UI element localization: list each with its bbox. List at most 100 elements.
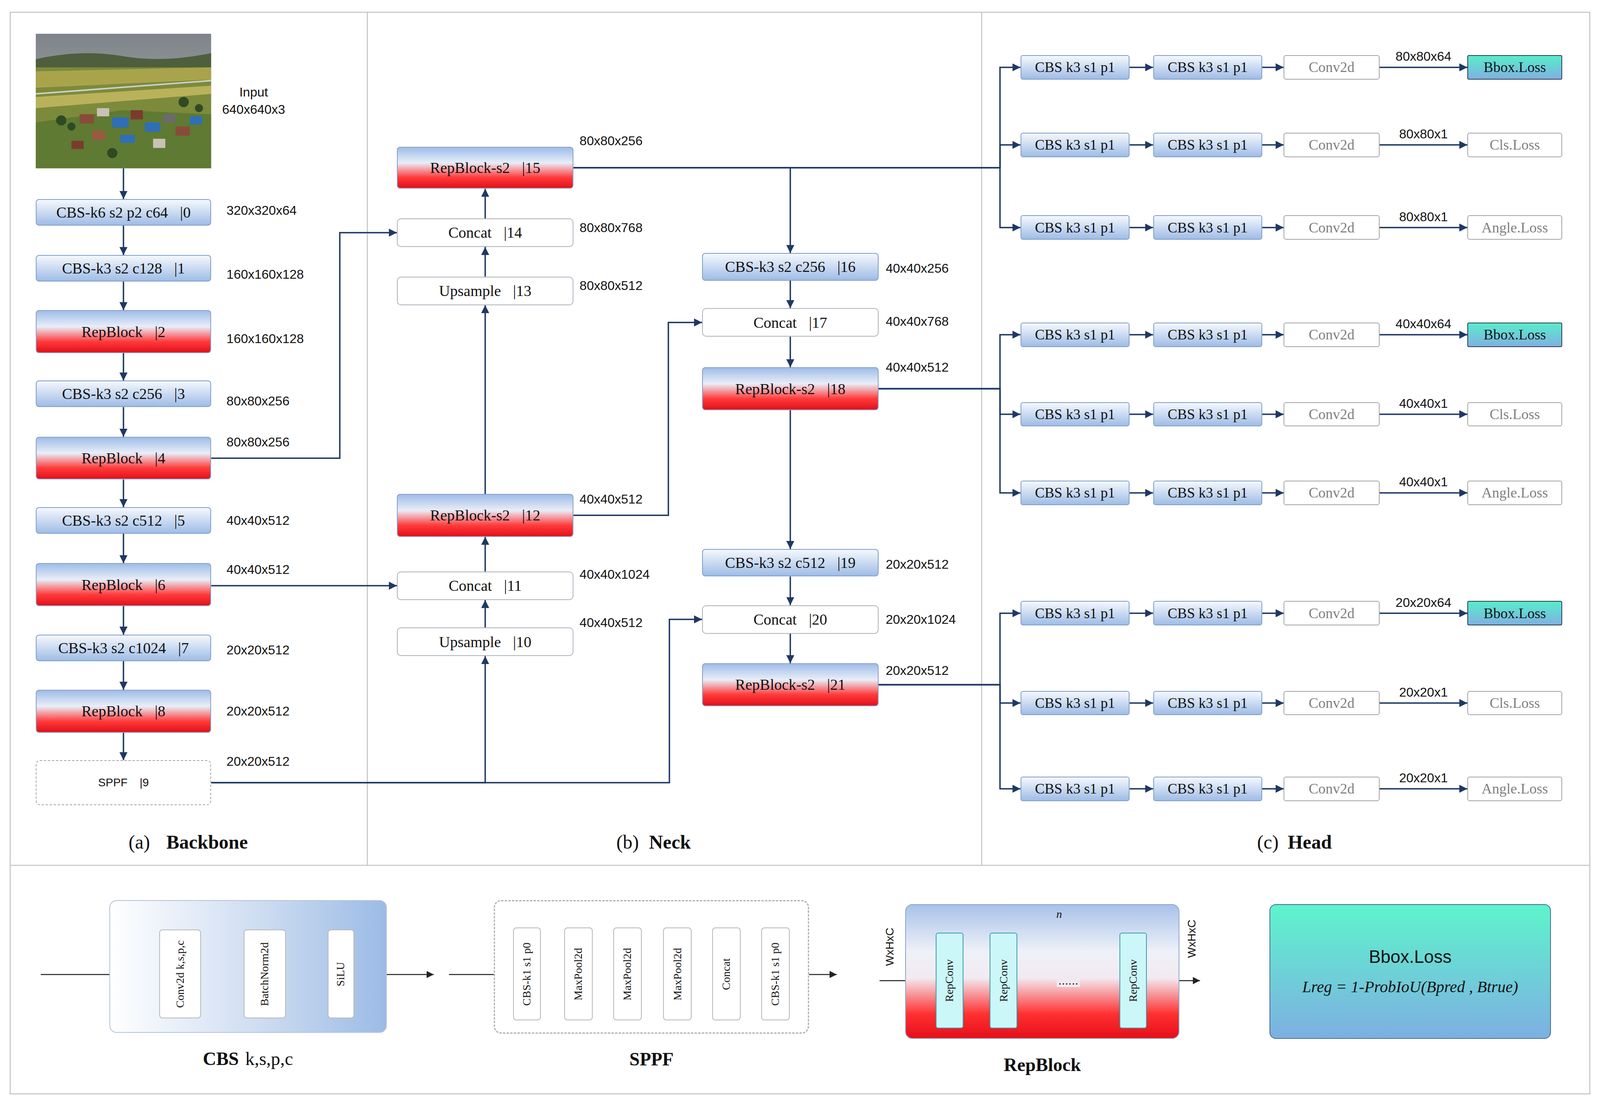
tensor-shape: 20x20x512 — [226, 703, 290, 719]
node-label: |13 — [513, 281, 532, 300]
head-cbs-block: CBS k3 s1 p1 — [1153, 215, 1263, 240]
node-label: |11 — [503, 576, 522, 595]
cbs-block: CBS-k3 s2 c128|1 — [35, 254, 212, 282]
connector-arrow — [789, 336, 792, 368]
layer-box: Concat|14 — [396, 218, 574, 247]
node-label: CBS-k3 s2 c512 — [61, 511, 163, 530]
edge-label: 20x20x1 — [1398, 684, 1448, 700]
node-label: RepBlock-s2 — [430, 158, 510, 177]
connector-arrow — [122, 605, 125, 635]
head-cbs-block: CBS k3 s1 p1 — [1020, 402, 1130, 427]
tensor-shape: 320x320x64 — [226, 202, 297, 218]
repconv-box: RepConv — [935, 932, 964, 1029]
edge-label-holder: 20x20x1 — [1398, 684, 1448, 700]
section-divider — [981, 12, 983, 865]
label-holder: 40x40x512 — [226, 512, 290, 528]
node-label: CBS k3 s1 p1 — [1035, 58, 1116, 76]
label-holder: 20x20x512 — [885, 556, 949, 572]
node-label: |3 — [174, 384, 185, 403]
hills — [35, 53, 212, 70]
node-label: CBS — [202, 1047, 239, 1070]
node-label: |19 — [837, 553, 856, 572]
node-label: |17 — [808, 313, 828, 332]
head-cbs-block: CBS k3 s1 p1 — [1020, 776, 1130, 802]
edge-label: 20x20x64 — [1395, 595, 1452, 610]
head-cbs-block: CBS k3 s1 p1 — [1020, 480, 1130, 506]
node-label: Concat — [448, 576, 493, 595]
node-label: |14 — [503, 223, 523, 242]
head-cbs-block: CBS k3 s1 p1 — [1153, 132, 1263, 158]
edge-label-holder: 40x40x1 — [1398, 396, 1448, 411]
conv2d-box: Conv2d — [1283, 600, 1380, 626]
section-title: (b) — [616, 831, 639, 853]
tensor-shape: 20x20x512 — [885, 662, 949, 678]
node-label: CBS k3 s1 p1 — [1167, 326, 1248, 344]
head-cbs-block: CBS k3 s1 p1 — [1153, 776, 1263, 802]
tensor-shape: 80x80x256 — [226, 434, 290, 449]
node-label: CBS k3 s1 p1 — [1035, 604, 1116, 622]
head-cbs-block: CBS k3 s1 p1 — [1020, 600, 1130, 626]
connector-arrow — [1262, 413, 1284, 415]
section-title: Backbone — [166, 831, 249, 853]
node-label: CBS k3 s1 p1 — [1167, 604, 1248, 622]
edge-label: 20x20x1 — [1398, 770, 1448, 785]
node-label: CBS-k3 s2 c1024 — [58, 638, 167, 657]
node-label: |0 — [180, 203, 192, 222]
node-label: Angle.Loss — [1481, 780, 1549, 797]
label-holder: (b) — [616, 830, 639, 853]
node-label: |16 — [837, 257, 856, 276]
loss-box: Cls.Loss — [1467, 402, 1563, 427]
label-holder: (c) — [1256, 830, 1279, 853]
connector-arrow — [1129, 787, 1153, 790]
bbox-loss-panel: Bbox.LossLreg = 1-ProbIoU(Bpred , Btrue) — [1269, 903, 1551, 1039]
node-label: |18 — [827, 379, 846, 398]
label-holder: 80x80x512 — [579, 278, 643, 294]
tensor-shape: 40x40x256 — [885, 260, 949, 276]
cbs-block: CBS-k3 s2 c1024|7 — [35, 634, 212, 662]
connector-arrow — [1129, 66, 1153, 69]
node-label: SPPF — [629, 1048, 674, 1070]
tensor-shape: 80x80x256 — [579, 133, 643, 148]
node-label: |4 — [154, 449, 166, 467]
node-label: Concat — [753, 313, 797, 332]
edge-label-holder: ...... — [1056, 973, 1081, 988]
tensor-shape: 80x80x256 — [226, 393, 290, 409]
node-label: |6 — [154, 575, 166, 594]
node-label: Input 640x640x3 — [218, 83, 289, 119]
node-label: Conv2d — [1308, 219, 1355, 237]
edge-label-holder: 80x80x1 — [1398, 209, 1448, 225]
field — [35, 85, 212, 109]
cbs-block: CBS-k3 s2 c512|5 — [35, 507, 212, 534]
node-label: |21 — [827, 675, 846, 694]
label-holder: 80x80x256 — [226, 434, 290, 450]
layer-box: Concat|20 — [702, 605, 879, 634]
node-label: RepBlock-s2 — [735, 675, 815, 694]
node-label: CBS k3 s1 p1 — [1167, 780, 1248, 797]
cbs-legend-panel: CBSk,s,p,cConv2d k,s,p,cBatchNorm2dSiLU — [109, 899, 387, 1033]
edge-label-holder: 20x20x64 — [1395, 595, 1452, 611]
node-label: Cls.Loss — [1489, 694, 1541, 712]
connector-arrow — [1129, 226, 1153, 229]
edge-label: 80x80x1 — [1398, 126, 1448, 142]
node-label: |9 — [139, 776, 149, 789]
node-label: BatchNorm2d — [258, 934, 272, 1014]
sky — [35, 33, 212, 169]
road — [35, 80, 212, 94]
connector-arrow — [211, 232, 397, 459]
tensor-shape: 160x160x128 — [226, 267, 304, 282]
edge-label-holder: 20x20x1 — [1398, 770, 1448, 786]
head-cbs-block: CBS k3 s1 p1 — [1153, 690, 1263, 716]
panel-caption: SPPF — [629, 1048, 674, 1070]
node-label: Conv2d — [1308, 58, 1355, 76]
bbox-loss-box: Bbox.Loss — [1467, 600, 1563, 626]
tensor-shape: 20x20x512 — [226, 753, 290, 769]
node-label: RepBlock-s2 — [735, 379, 815, 398]
tensor-shape: 20x20x512 — [226, 642, 290, 658]
edge-label-holder: 80x80x64 — [1395, 49, 1452, 64]
field — [35, 67, 212, 169]
connector-arrow — [1262, 612, 1284, 615]
node-label: Upsample — [439, 632, 502, 651]
node-label: |15 — [521, 158, 541, 177]
cbs-block: CBS-k3 s2 c256|3 — [35, 380, 212, 407]
